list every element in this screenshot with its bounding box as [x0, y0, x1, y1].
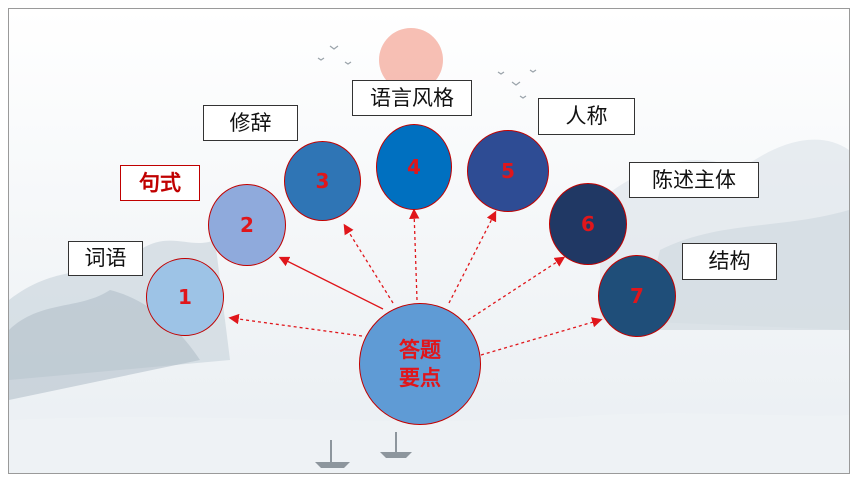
label-node-5: 人称 [538, 98, 635, 135]
connector-2 [278, 256, 384, 310]
node-1-circle: 1 [146, 258, 224, 336]
sun-decoration [379, 28, 443, 92]
center-line-2: 要点 [399, 366, 441, 390]
connector-6 [467, 256, 566, 321]
label-node-2: 句式 [120, 165, 200, 201]
label-node-4: 语言风格 [352, 80, 472, 116]
connector-4 [409, 208, 420, 301]
node-6-circle: 6 [549, 183, 627, 265]
center-circle: 答题 要点 [359, 303, 481, 425]
label-node-1: 词语 [68, 241, 143, 276]
connector-5 [448, 210, 497, 304]
connector-1 [228, 313, 363, 337]
connector-7 [480, 317, 603, 356]
center-line-1: 答题 [399, 338, 441, 362]
label-node-7: 结构 [682, 243, 777, 280]
node-7-circle: 7 [598, 255, 676, 337]
node-4-circle: 4 [376, 124, 452, 210]
boats-decoration [315, 432, 412, 468]
node-3-circle: 3 [284, 141, 361, 221]
label-node-6: 陈述主体 [629, 162, 759, 198]
node-2-circle: 2 [208, 184, 286, 266]
slide-frame [8, 8, 850, 474]
birds-decoration [317, 45, 537, 99]
center-title: 答题 要点 [399, 336, 441, 392]
connector-group [228, 208, 603, 356]
label-node-3: 修辞 [203, 105, 298, 141]
node-5-circle: 5 [467, 130, 549, 212]
